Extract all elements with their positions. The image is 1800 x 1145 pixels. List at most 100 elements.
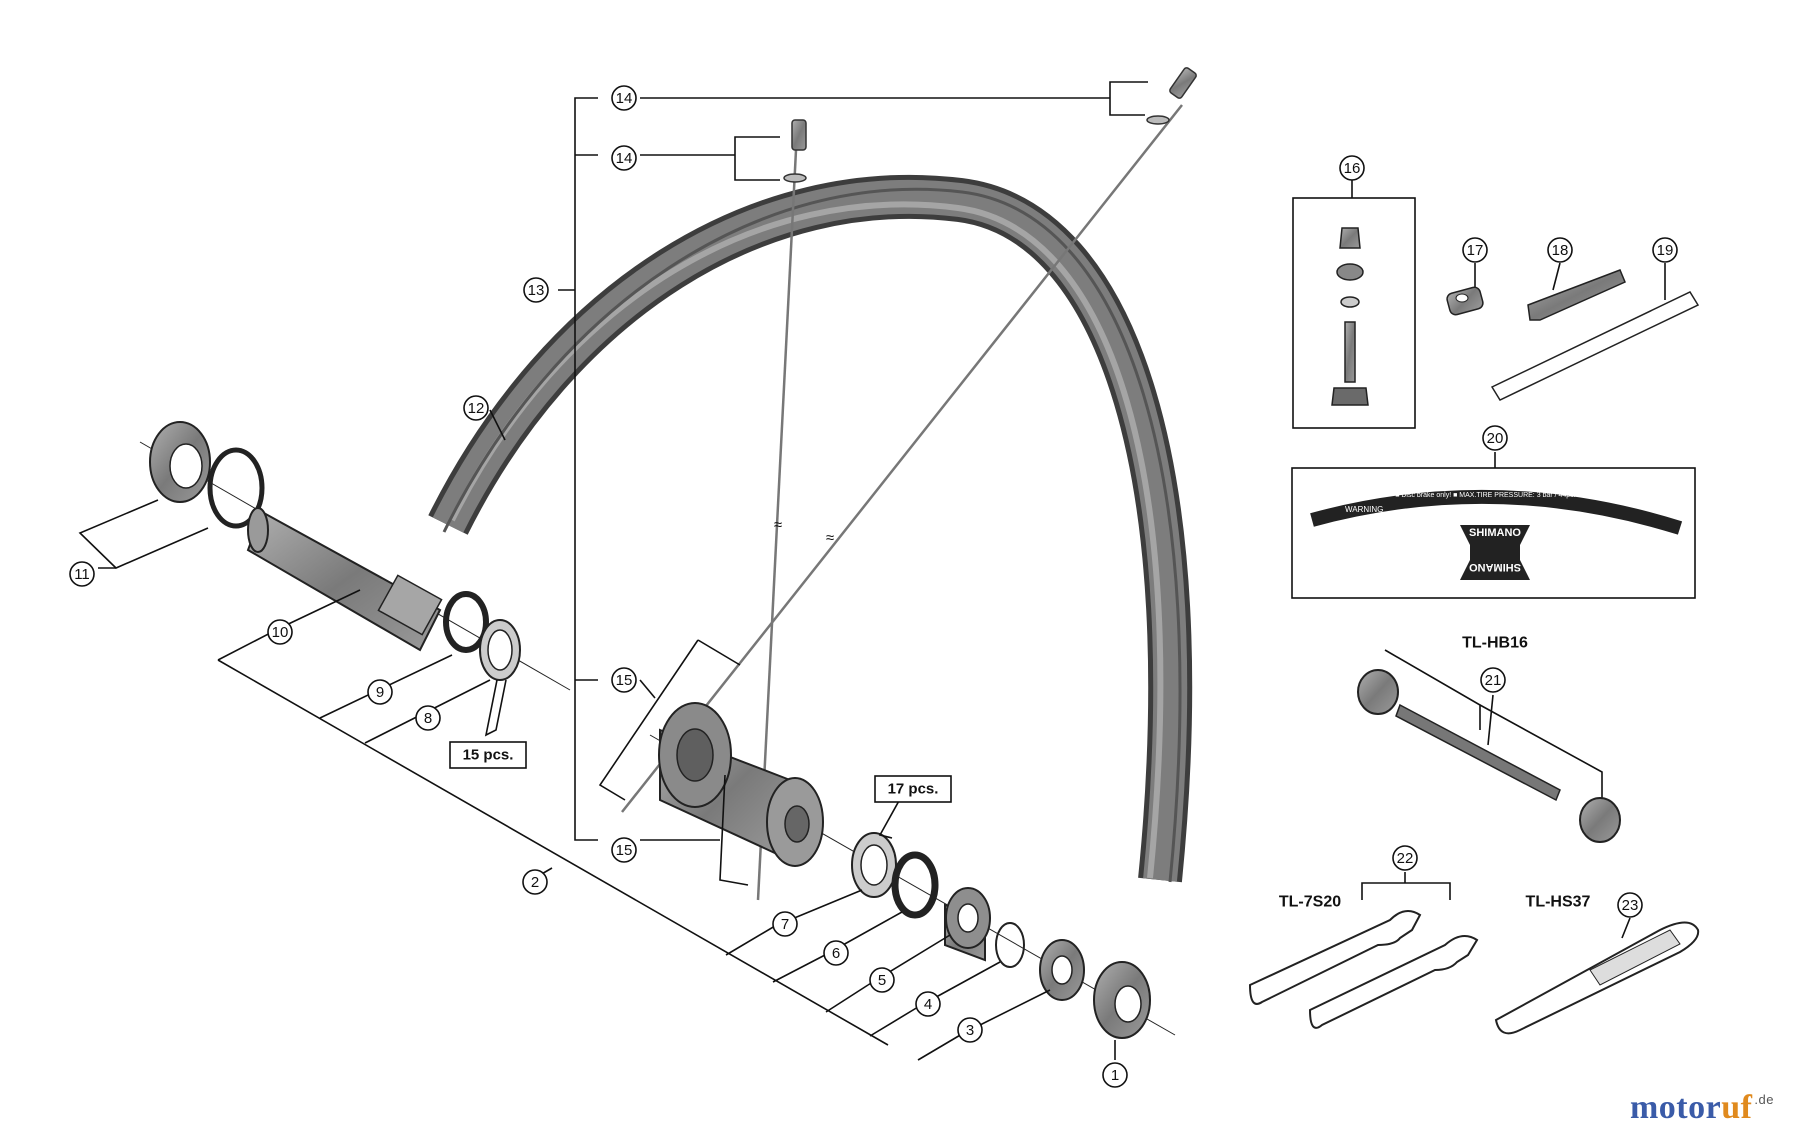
- callout-number: 16: [1344, 160, 1361, 177]
- callout-c7: 7: [772, 911, 798, 937]
- tubeless-valve: [1331, 227, 1369, 406]
- svg-text:≈: ≈: [774, 517, 782, 534]
- watermark-part1: motor: [1629, 1089, 1722, 1126]
- callout-number: 20: [1487, 430, 1504, 447]
- callout-circle: [611, 667, 637, 693]
- quantity-box-15: [449, 741, 527, 769]
- tool-label-7s20: TL-7S20: [1279, 894, 1341, 911]
- callout-c16: 16: [1339, 155, 1365, 181]
- callout-circle: [1392, 845, 1418, 871]
- callout-number: 14: [616, 150, 633, 167]
- callout-number: 1: [1111, 1067, 1119, 1084]
- callout-number: 22: [1397, 850, 1414, 867]
- callout-c22: 22: [1392, 845, 1418, 871]
- callout-number: 9: [376, 684, 384, 701]
- callout-c6: 6: [823, 940, 849, 966]
- callout-c5: 5: [869, 967, 895, 993]
- callout-number: 3: [966, 1022, 974, 1039]
- callout-circle: [69, 561, 95, 587]
- quantity-box-17: [874, 775, 952, 803]
- quantity-17-label: 17 pcs.: [888, 781, 939, 798]
- callout-circle: [611, 837, 637, 863]
- callout-circle: [1462, 237, 1488, 263]
- callout-c11: 11: [69, 561, 95, 587]
- callout-circle: [1480, 667, 1506, 693]
- callout-c14a: 14: [611, 85, 637, 111]
- axle: [246, 507, 443, 652]
- callout-circle: [1652, 237, 1678, 263]
- callout-circle: [522, 869, 548, 895]
- callout-number: 15: [616, 842, 633, 859]
- hub-body: [658, 702, 824, 867]
- callout-circle: [611, 85, 637, 111]
- callout-circle: [915, 991, 941, 1017]
- callout-c15a: 15: [611, 667, 637, 693]
- callout-circle: [523, 277, 549, 303]
- callout-circle: [1102, 1062, 1128, 1088]
- callout-c4: 4: [915, 991, 941, 1017]
- valve-hole-adapter: [1446, 286, 1484, 316]
- bearing-7: [851, 832, 897, 898]
- tool-label-hs37: TL-HS37: [1526, 894, 1591, 911]
- callout-c13: 13: [523, 277, 549, 303]
- callout-number: 14: [616, 90, 633, 107]
- callout-number: 5: [878, 972, 886, 989]
- rim-tape: [1490, 291, 1700, 401]
- callout-circle: [823, 940, 849, 966]
- watermark-logo: motoruf.de: [1630, 1089, 1774, 1127]
- sticker-brand-bottom: SHIMANO: [1469, 561, 1521, 573]
- callout-number: 12: [468, 400, 485, 417]
- callout-c2: 2: [522, 869, 548, 895]
- sticker-warning: WARNING: [1345, 505, 1383, 514]
- callout-c23: 23: [1617, 892, 1643, 918]
- watermark-part2: uf: [1721, 1089, 1753, 1126]
- callout-circle: [1617, 892, 1643, 918]
- callout-c15b: 15: [611, 837, 637, 863]
- callout-number: 7: [781, 916, 789, 933]
- callout-c10: 10: [267, 619, 293, 645]
- callout-circle: [463, 395, 489, 421]
- locknut-1: [1093, 961, 1151, 1039]
- callout-c3: 3: [957, 1017, 983, 1043]
- sticker-brand-top: SHIMANO: [1469, 527, 1521, 539]
- bearing-washer-9: [443, 591, 489, 653]
- rim-sticker: WARNING ■ Disc brake only! ■ MAX.TIRE PR…: [1310, 489, 1683, 580]
- bearing-8: [479, 619, 521, 681]
- bearing-washer-6: [891, 851, 939, 919]
- spoke-nipple-top-right: [1146, 67, 1197, 125]
- callout-number: 17: [1467, 242, 1484, 259]
- callout-circle: [1547, 237, 1573, 263]
- callout-number: 11: [74, 566, 90, 583]
- callout-circle: [957, 1017, 983, 1043]
- callout-number: 21: [1485, 672, 1502, 689]
- sticker-notice: ■ Disc brake only! ■ MAX.TIRE PRESSURE: …: [1395, 492, 1605, 499]
- callout-circle: [869, 967, 895, 993]
- callout-circle: [267, 619, 293, 645]
- callout-number: 10: [272, 624, 289, 641]
- spacer-3: [1039, 939, 1085, 1001]
- callout-c21: 21: [1480, 667, 1506, 693]
- callout-number: 6: [832, 945, 840, 962]
- callout-number: 4: [924, 996, 932, 1013]
- callout-c17: 17: [1462, 237, 1488, 263]
- callout-number: 23: [1622, 897, 1639, 914]
- watermark-suffix: .de: [1754, 1092, 1774, 1107]
- washer-left: [207, 447, 265, 529]
- callout-c20: 20: [1482, 425, 1508, 451]
- o-ring-4: [995, 922, 1025, 968]
- spoke-nipple-top-center: [783, 119, 807, 183]
- callout-circle: [367, 679, 393, 705]
- callout-number: 8: [424, 710, 432, 727]
- callout-number: 18: [1552, 242, 1569, 259]
- callout-c14b: 14: [611, 145, 637, 171]
- svg-text:≈: ≈: [826, 530, 834, 547]
- callout-circle: [415, 705, 441, 731]
- callout-circle: [1339, 155, 1365, 181]
- quantity-15-label: 15 pcs.: [463, 747, 514, 764]
- rim: [428, 174, 1193, 883]
- callout-number: 15: [616, 672, 633, 689]
- tool-hb16: [1357, 669, 1621, 843]
- callout-c1: 1: [1102, 1062, 1128, 1088]
